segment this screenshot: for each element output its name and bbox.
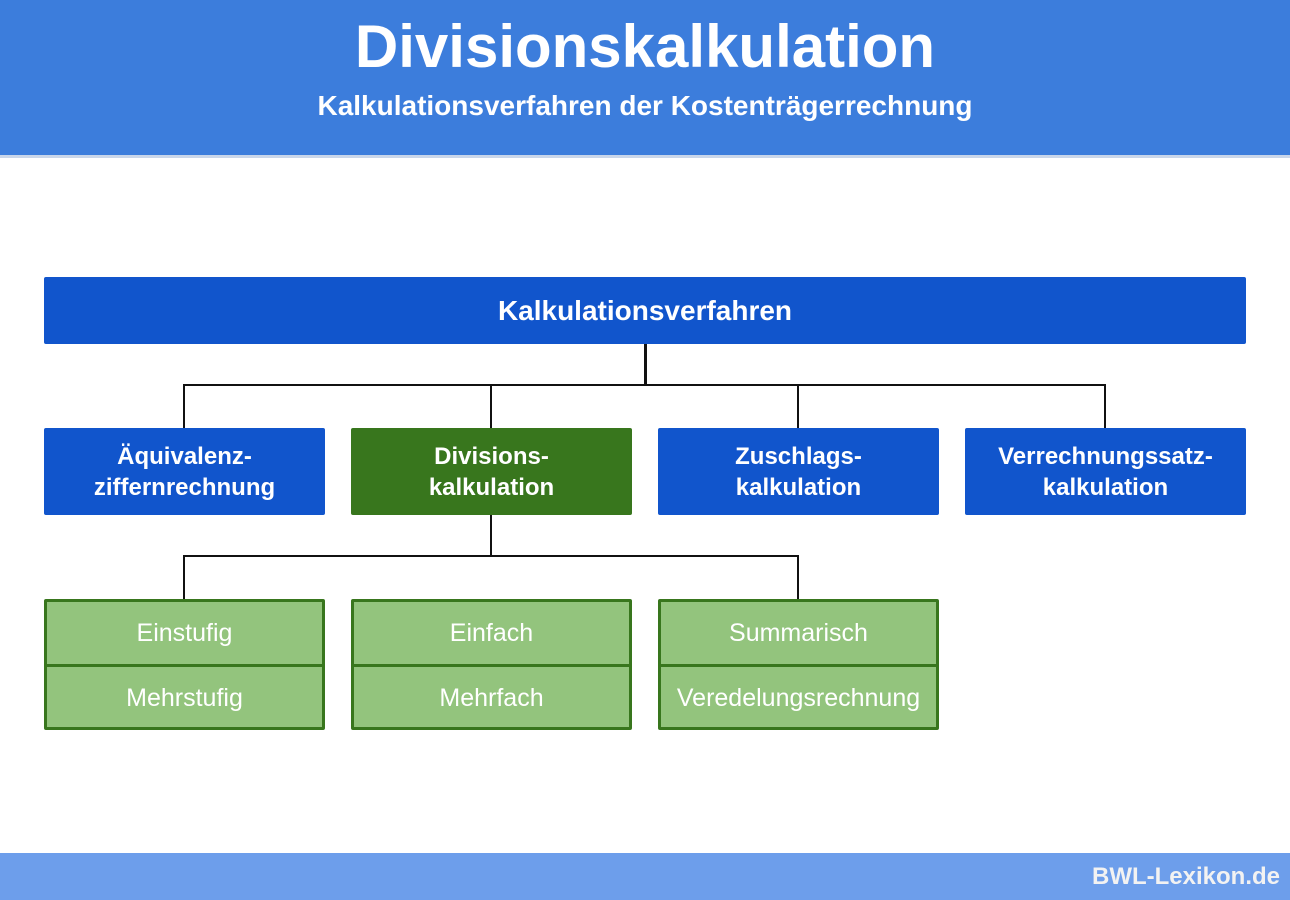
group-stufen: Einstufig Mehrstufig xyxy=(44,599,325,730)
connector xyxy=(797,384,799,428)
group-summarisch: Summarisch Veredelungsrechnung xyxy=(658,599,939,730)
node-mehrstufig: Mehrstufig xyxy=(126,683,243,712)
node-veredelungsrechnung: Veredelungsrechnung xyxy=(676,683,921,712)
node-label: Verrechnungssatz- xyxy=(998,442,1213,470)
node-label: Äquivalenz- xyxy=(117,442,252,470)
node-label: kalkulation xyxy=(1042,473,1169,501)
connector xyxy=(183,555,185,600)
node-label: Zuschlags- xyxy=(735,442,862,470)
page-subtitle: Kalkulationsverfahren der Kostenträgerre… xyxy=(317,90,973,121)
connector xyxy=(183,384,1106,386)
node-divisionskalkulation: Divisions-kalkulation xyxy=(351,428,632,515)
connector xyxy=(490,384,492,428)
header-banner: Divisionskalkulation Kalkulationsverfahr… xyxy=(0,0,1290,158)
connector xyxy=(490,515,492,557)
brand-label: BWL-Lexikon.de xyxy=(1091,863,1280,890)
group-einfach-mehrfach: Einfach Mehrfach xyxy=(351,599,632,730)
page-title: Divisionskalkulation xyxy=(354,13,936,80)
node-einstufig: Einstufig xyxy=(47,602,322,667)
node-label: ziffernrechnung xyxy=(93,473,276,501)
connector xyxy=(1104,384,1106,428)
node-label: Divisions- xyxy=(434,442,549,470)
node-verrechnungssatzkalkulation: Verrechnungssatz-kalkulation xyxy=(965,428,1246,515)
node-label: kalkulation xyxy=(428,473,555,501)
connector xyxy=(183,555,799,557)
node-label: kalkulation xyxy=(735,473,862,501)
root-node: Kalkulationsverfahren xyxy=(44,277,1246,344)
connector xyxy=(797,555,799,600)
node-mehrfach: Mehrfach xyxy=(439,683,544,712)
footer-bar: BWL-Lexikon.de xyxy=(0,853,1290,900)
node-aequivalenzziffernrechnung: Äquivalenz-ziffernrechnung xyxy=(44,428,325,515)
connector xyxy=(183,384,185,428)
node-summarisch: Summarisch xyxy=(661,602,936,667)
connector xyxy=(644,344,647,386)
node-zuschlagskalkulation: Zuschlags-kalkulation xyxy=(658,428,939,515)
node-einfach: Einfach xyxy=(354,602,629,667)
